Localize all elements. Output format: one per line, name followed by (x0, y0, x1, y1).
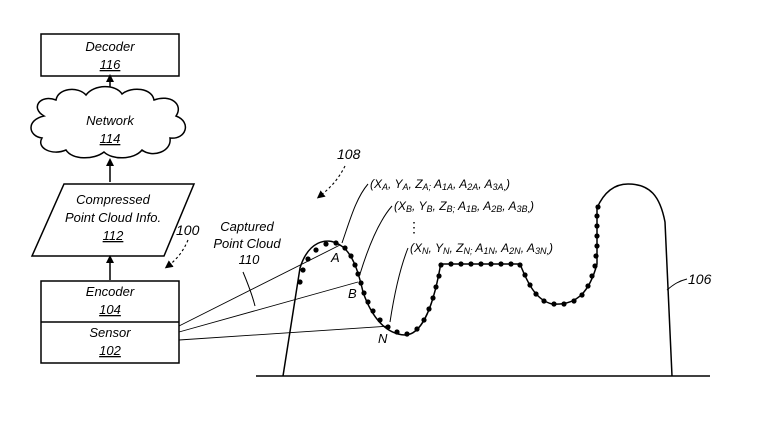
captured-label-line1: Captured (220, 219, 274, 234)
system-ref-label: 100 (176, 222, 200, 238)
network-cloud: Network 114 (31, 87, 185, 158)
point-cloud-ref-label: 108 (337, 146, 361, 162)
decoder-label: Decoder (85, 39, 135, 54)
network-label: Network (86, 113, 135, 128)
encoder-ref: 104 (99, 302, 121, 317)
tuple-n: (XN, YN, ZN; A1N, A2N, A3N,) (410, 241, 553, 256)
point-cloud-ref-leader (320, 166, 345, 196)
tuple-ellipsis: ⋮ (407, 219, 421, 235)
tuple-b: (XB, YB, ZB; A1B, A2B, A3B,) (394, 199, 534, 214)
system-ref-leader (168, 240, 188, 266)
tuple-a: (XA, YA, ZA; A1A, A2A, A3A,) (370, 177, 510, 192)
point-a-label: A (330, 250, 340, 265)
captured-label-line2: Point Cloud (213, 236, 281, 251)
decoder-block: Decoder 116 (41, 34, 179, 76)
network-ref: 114 (100, 131, 121, 146)
object-ref-label: 106 (688, 271, 712, 287)
compressed-label-line1: Compressed (76, 192, 150, 207)
point-n-label: N (378, 331, 388, 346)
sensor-label: Sensor (89, 325, 131, 340)
encoder-label: Encoder (86, 284, 135, 299)
compressed-info-block: Compressed Point Cloud Info. 112 (32, 184, 194, 256)
encoder-sensor-block: Encoder 104 Sensor 102 (41, 281, 179, 363)
object-ref-leader (667, 279, 687, 290)
sensor-rays (179, 245, 390, 340)
compressed-label-line2: Point Cloud Info. (65, 210, 161, 225)
captured-ref-label: 110 (239, 252, 260, 267)
sensor-ref: 102 (99, 343, 121, 358)
captured-points (297, 204, 600, 336)
point-b-label: B (348, 286, 357, 301)
compressed-ref: 112 (103, 228, 124, 243)
decoder-ref: 116 (100, 57, 121, 72)
